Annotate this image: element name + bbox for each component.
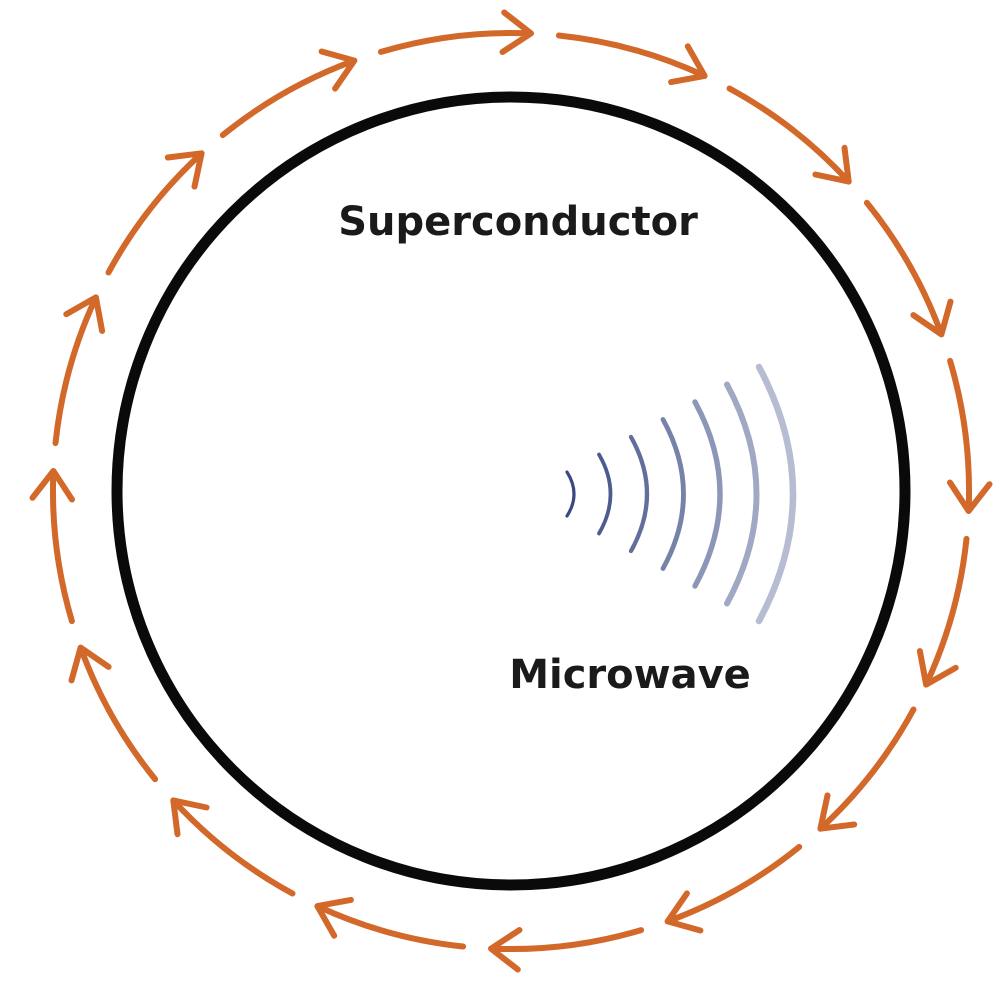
- current-arrow: [817, 706, 917, 832]
- current-arrow: [105, 150, 205, 276]
- microwave-waves: [565, 363, 797, 625]
- microwave-arc: [597, 452, 613, 536]
- current-arrow: [726, 85, 852, 185]
- current-arrow: [68, 644, 159, 783]
- microwave-arc: [724, 381, 760, 607]
- current-arrow: [947, 357, 993, 514]
- current-arrow: [29, 468, 75, 625]
- current-arrow: [314, 896, 467, 950]
- superconductor-ring: [111, 91, 911, 891]
- superconductor-label: Superconductor: [338, 199, 698, 245]
- microwave-arc: [565, 470, 576, 518]
- current-arrow: [170, 797, 296, 897]
- current-arrow: [916, 535, 970, 688]
- microwave-label: Microwave: [509, 652, 751, 698]
- current-arrow: [377, 9, 534, 55]
- current-arrow: [555, 32, 708, 86]
- microwave-arc: [628, 434, 650, 554]
- current-arrow: [863, 199, 954, 338]
- microwave-arc: [660, 417, 686, 571]
- current-arrows: [29, 9, 993, 973]
- current-arrow: [219, 48, 358, 139]
- microwave-arc: [692, 399, 723, 589]
- current-arrow: [52, 294, 106, 447]
- current-arrow: [488, 927, 645, 973]
- current-arrow: [664, 843, 803, 934]
- microwave-arc: [755, 363, 797, 625]
